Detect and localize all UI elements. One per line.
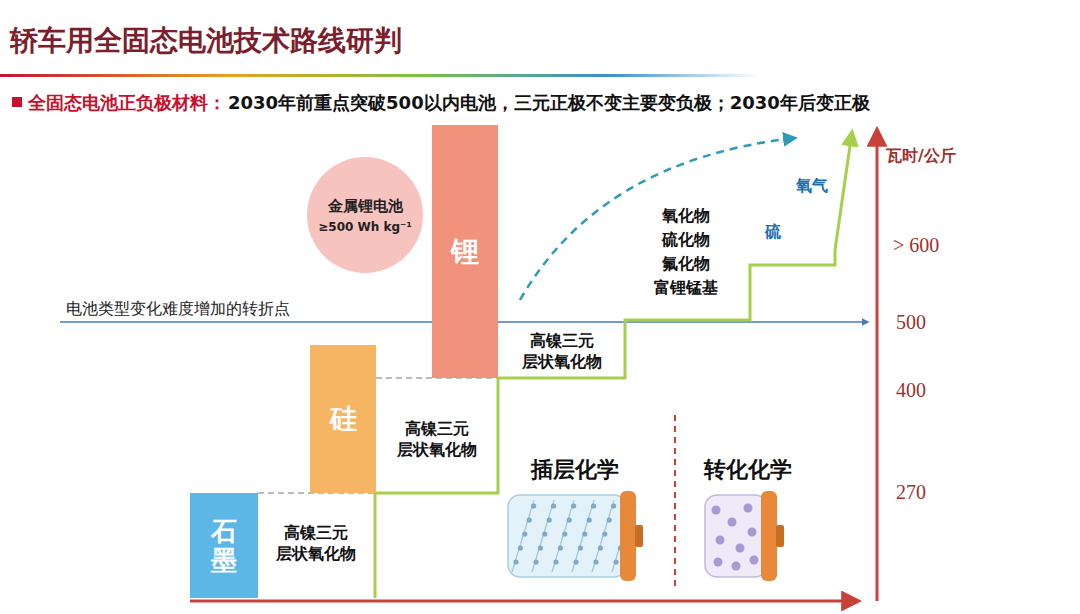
axis-unit: 瓦时/公斤 [886,146,956,167]
title-underline [0,74,760,77]
circle-outline [307,157,423,273]
chemistry-type: 插层化学 [531,456,619,485]
axis-tick: 270 [896,479,926,505]
battery-circle: 金属锂电池 ≥500 Wh kg⁻¹ [307,157,423,273]
x-axis [190,600,858,603]
bullet-square [12,97,22,107]
cathode-label: 高镍三元 层状氧化物 [271,523,361,565]
page-title: 轿车用全固态电池技术路线研判 [10,22,402,60]
turning-point-note: 电池类型变化难度增加的转折点 [66,299,290,320]
cathode-list: 氧化物 硫化物 氟化物 富锂锰基 [648,204,725,300]
anode-box: 石墨 [190,493,258,598]
cathode-oxygen: 氧气 [796,176,828,197]
cathode-label: 高镍三元 层状氧化物 [517,331,607,373]
axis-tick: 500 [896,309,926,335]
anode-box: 锂 [432,125,498,378]
node-note: ≥500 Wh kg⁻¹ [318,220,411,234]
subtitle-text: 2030年前重点突破500以内电池，三元正极不变主要变负极；2030年后变正极 [228,91,870,114]
node-label: 金属锂电池 [328,197,403,216]
subtitle-heading: 全固态电池正负极材料： [28,91,226,114]
axis-tick: > 600 [893,232,939,258]
anode-box: 硅 [310,345,376,493]
y-axis [876,130,879,601]
axis-tick: 400 [896,377,926,403]
node-label: 锂 [451,233,479,271]
trend-arrow [520,138,795,300]
cathode-label: 高镍三元 层状氧化物 [392,419,482,461]
node-label: 石墨 [211,517,237,574]
chemistry-type: 转化化学 [704,456,792,485]
intercalation-battery [508,491,643,581]
node-label: 硅 [330,401,357,437]
chemistry-divider [674,415,676,590]
conversion-battery [705,491,784,581]
cathode-sulfur: 硫 [765,222,781,243]
